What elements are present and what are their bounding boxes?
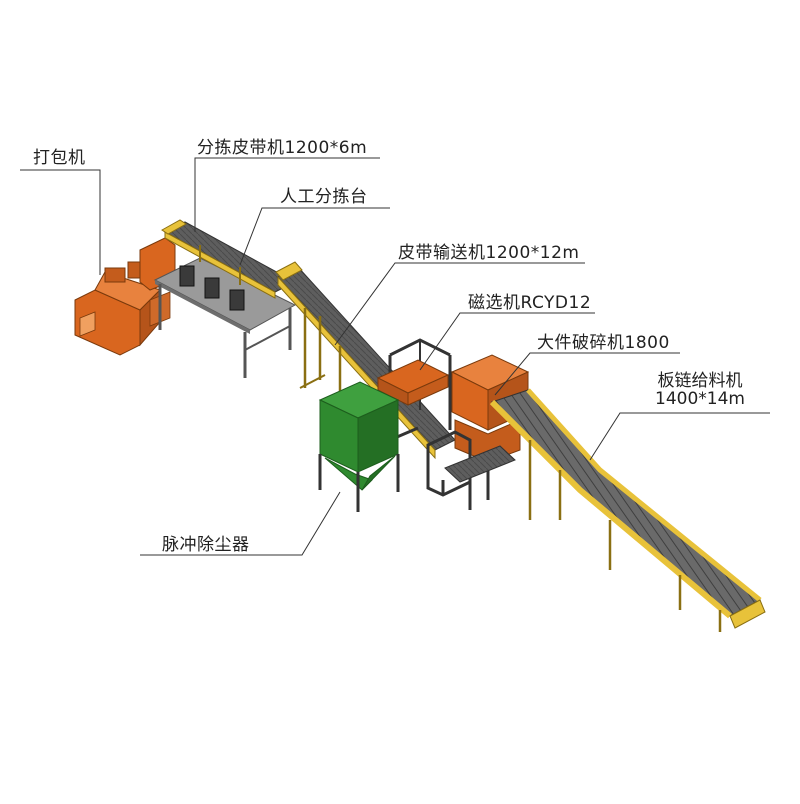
label-sorting-belt: 分拣皮带机1200*6m — [197, 138, 368, 158]
manual-sorting-table — [153, 257, 297, 378]
label-manual-sorting-table: 人工分拣台 — [280, 187, 368, 207]
leader-lines — [20, 157, 770, 556]
label-magnetic-separator: 磁选机RCYD12 — [468, 293, 592, 313]
baler-machine — [74, 237, 176, 356]
label-plate-feeder: 板链给料机 — [657, 371, 743, 391]
plate-chain-feeder — [489, 388, 766, 632]
label-belt-conveyor: 皮带输送机1200*12m — [398, 243, 580, 263]
label-baler: 打包机 — [33, 148, 86, 168]
label-plate-feeder-spec: 1400*14m — [655, 389, 745, 409]
label-dust-collector: 脉冲除尘器 — [162, 535, 250, 555]
pulse-dust-collector — [318, 381, 400, 512]
label-large-shredder: 大件破碎机1800 — [537, 333, 670, 353]
large-shredder — [426, 354, 530, 510]
sorting-belt-conveyor — [161, 219, 297, 299]
